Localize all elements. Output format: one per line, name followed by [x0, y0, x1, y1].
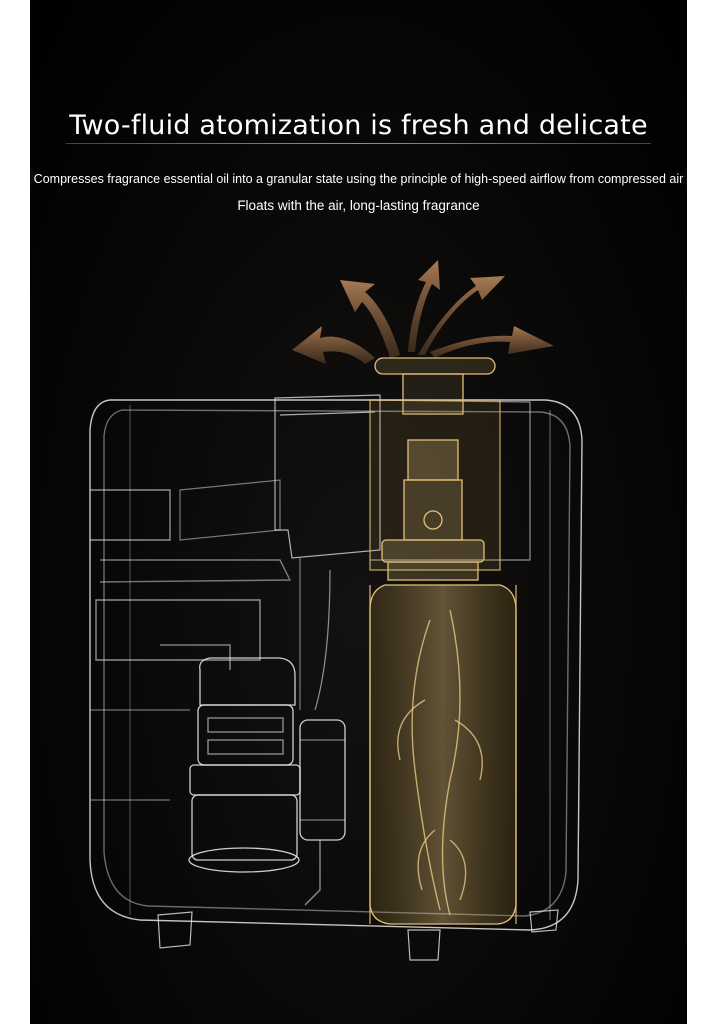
page-title: Two-fluid atomization is fresh and delic…	[69, 110, 648, 142]
arrow-upright	[418, 276, 505, 355]
essential-oil-bottle	[369, 357, 517, 925]
air-pump	[160, 644, 346, 906]
feet	[157, 909, 559, 961]
top-module	[179, 394, 531, 711]
arrow-right	[430, 326, 554, 358]
divider	[66, 143, 651, 144]
page: Two-fluid atomization is fresh and delic…	[30, 0, 687, 1024]
arrow-up	[408, 260, 440, 352]
arrow-left	[292, 326, 375, 364]
reed-stems	[397, 609, 483, 916]
airflow-arrows	[292, 260, 554, 364]
housing	[89, 399, 583, 931]
diffuser-wireframe-illustration	[89, 260, 583, 961]
subtitle-tagline: Floats with the air, long-lasting fragra…	[237, 198, 480, 213]
subtitle-description: Compresses fragrance essential oil into …	[33, 172, 684, 186]
arrow-upleft	[340, 280, 400, 358]
